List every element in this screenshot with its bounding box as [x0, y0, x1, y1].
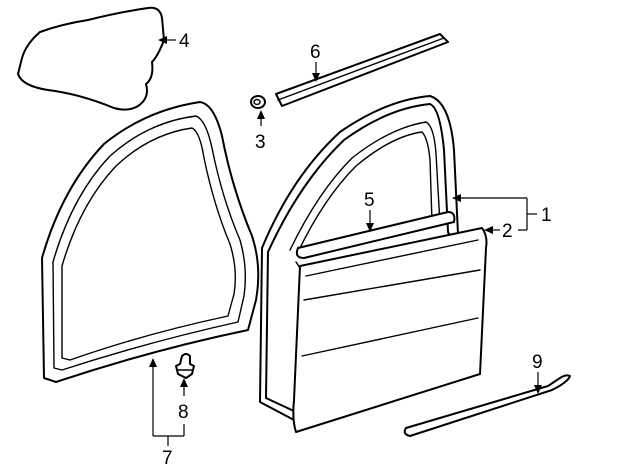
callout-6: 6	[310, 42, 321, 63]
callout-9: 9	[532, 352, 543, 373]
callout-3: 3	[255, 132, 266, 153]
part-9-lower-molding	[403, 374, 571, 437]
part-6-belt-molding	[275, 33, 449, 107]
callout-1: 1	[541, 205, 552, 226]
part-2-outer-panel	[292, 227, 488, 433]
part-7-weatherstrip	[41, 101, 260, 383]
callout-8: 8	[178, 402, 189, 423]
part-3-grommet	[250, 95, 266, 109]
part-8-clip	[175, 353, 195, 379]
leader-lines	[149, 36, 542, 446]
part-4-pad	[17, 6, 165, 111]
callout-4: 4	[179, 31, 190, 52]
callout-7: 7	[162, 448, 173, 469]
callout-2: 2	[502, 221, 513, 242]
callout-5: 5	[364, 190, 375, 211]
